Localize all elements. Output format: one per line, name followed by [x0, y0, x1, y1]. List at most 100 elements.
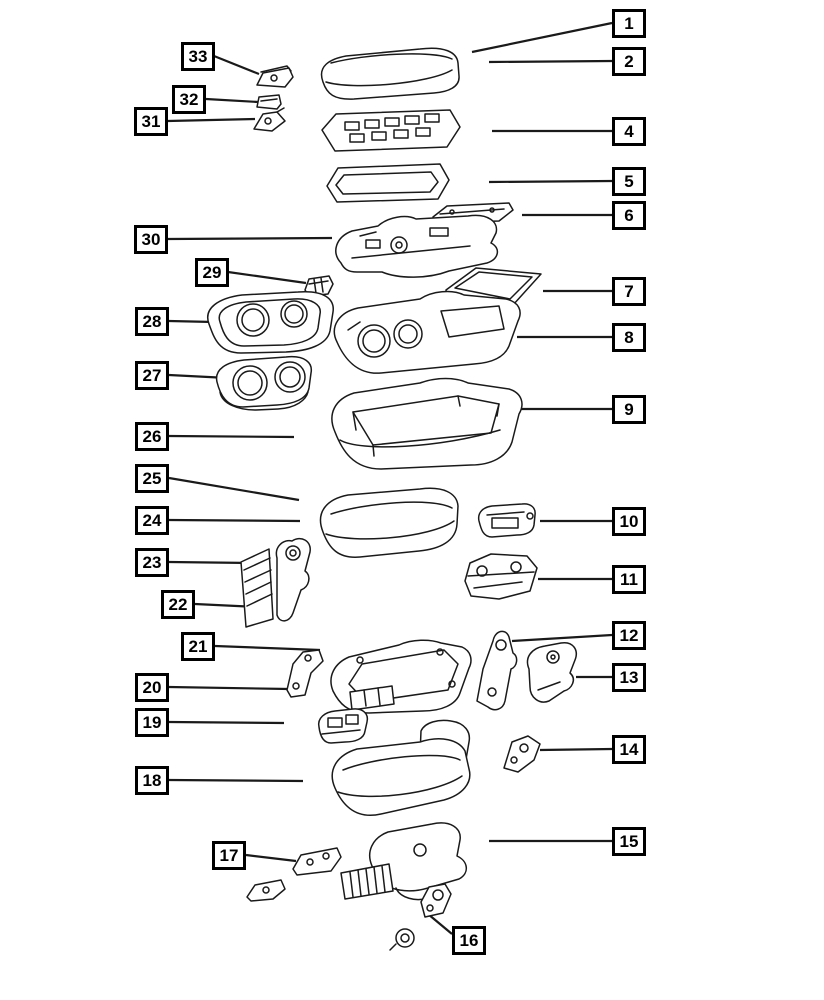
callout-23[interactable]: 23: [135, 548, 169, 577]
callout-6[interactable]: 6: [612, 201, 646, 230]
part-lower-latch: [317, 708, 369, 744]
part-panel-gasket-frame: [326, 163, 450, 203]
callout-label: 2: [624, 51, 634, 71]
part-latch-unit: [477, 503, 536, 538]
leader-line-28: [168, 319, 215, 324]
leader-line-14: [539, 747, 613, 752]
callout-17[interactable]: 17: [212, 841, 246, 870]
callout-4[interactable]: 4: [612, 117, 646, 146]
callout-24[interactable]: 24: [135, 506, 169, 535]
leader-line-18: [168, 778, 304, 783]
callout-32[interactable]: 32: [172, 85, 206, 114]
callout-label: 6: [624, 205, 634, 225]
callout-label: 21: [188, 636, 208, 656]
callout-27[interactable]: 27: [135, 361, 169, 390]
leader-line-32: [205, 97, 259, 104]
callout-22[interactable]: 22: [161, 590, 195, 619]
callout-label: 32: [179, 89, 199, 109]
part-lower-seat-cushion: [331, 719, 471, 816]
leader-line-24: [168, 518, 301, 523]
callout-5[interactable]: 5: [612, 167, 646, 196]
part-console-lid-cushion: [320, 47, 460, 100]
part-dual-cupholder: [215, 355, 313, 411]
callout-label: 18: [142, 770, 162, 790]
part-side-bracket-panel: [240, 537, 311, 628]
callout-31[interactable]: 31: [134, 107, 168, 136]
part-frame-bracket-20: [286, 649, 324, 698]
part-floor-brackets-17: [246, 847, 342, 902]
leader-line-31: [167, 117, 256, 123]
part-seat-panel-with-vents: [321, 109, 461, 152]
callout-15[interactable]: 15: [612, 827, 646, 856]
part-cupholder-tray: [207, 291, 334, 354]
callout-label: 4: [624, 121, 634, 141]
part-duct-bracket-grommet: [389, 883, 452, 951]
leader-line-2: [488, 59, 613, 64]
callout-29[interactable]: 29: [195, 258, 229, 287]
callout-label: 22: [168, 594, 188, 614]
callout-33[interactable]: 33: [181, 42, 215, 71]
callout-label: 23: [142, 552, 162, 572]
callout-label: 24: [142, 510, 162, 530]
part-seat-riser-frame: [335, 214, 499, 278]
callout-26[interactable]: 26: [135, 422, 169, 451]
leader-line-23: [168, 560, 253, 565]
part-spacer-block-32: [256, 94, 282, 110]
leader-line-12: [511, 633, 613, 643]
callout-label: 15: [619, 831, 639, 851]
leader-line-30: [167, 236, 333, 241]
callout-9[interactable]: 9: [612, 395, 646, 424]
callout-1[interactable]: 1: [612, 9, 646, 38]
leader-line-19: [168, 720, 285, 725]
callout-label: 7: [624, 281, 634, 301]
leader-line-5: [488, 179, 613, 184]
callout-18[interactable]: 18: [135, 766, 169, 795]
callout-10[interactable]: 10: [612, 507, 646, 536]
leader-line-16: [427, 913, 453, 935]
callout-2[interactable]: 2: [612, 47, 646, 76]
callout-30[interactable]: 30: [134, 225, 168, 254]
part-handle-bracket-33: [256, 65, 294, 88]
callout-14[interactable]: 14: [612, 735, 646, 764]
leader-line-21: [214, 644, 321, 652]
callout-21[interactable]: 21: [181, 632, 215, 661]
callout-20[interactable]: 20: [135, 673, 169, 702]
part-release-lever-31: [253, 107, 286, 132]
callout-label: 19: [142, 712, 162, 732]
callout-label: 25: [142, 468, 162, 488]
callout-28[interactable]: 28: [135, 307, 169, 336]
callout-label: 10: [619, 511, 639, 531]
callout-7[interactable]: 7: [612, 277, 646, 306]
callout-12[interactable]: 12: [612, 621, 646, 650]
callout-label: 11: [620, 569, 638, 589]
leader-line-17: [245, 853, 297, 863]
callout-25[interactable]: 25: [135, 464, 169, 493]
leader-line-26: [168, 434, 295, 439]
part-console-tray-assembly: [333, 290, 521, 374]
leader-line-1: [471, 21, 613, 54]
callout-label: 17: [219, 845, 239, 865]
callout-label: 8: [624, 327, 634, 347]
callout-label: 16: [459, 930, 479, 950]
callout-16[interactable]: 16: [452, 926, 486, 955]
part-connector-block: [304, 275, 334, 297]
part-seat-pan-frame: [330, 639, 472, 714]
leader-line-20: [168, 685, 290, 691]
leader-lines: [167, 21, 613, 935]
callout-19[interactable]: 19: [135, 708, 169, 737]
part-support-bracket-tall: [476, 630, 518, 711]
callout-label: 14: [619, 739, 639, 759]
part-small-mount-bracket-14: [503, 735, 541, 773]
callout-label: 12: [619, 625, 639, 645]
part-storage-bin: [331, 377, 523, 470]
callout-label: 20: [142, 677, 162, 697]
parts-layer: [207, 47, 577, 951]
callout-11[interactable]: 11: [612, 565, 646, 594]
callout-label: 9: [624, 399, 634, 419]
callout-label: 13: [619, 667, 639, 687]
callout-label: 26: [142, 426, 162, 446]
callout-13[interactable]: 13: [612, 663, 646, 692]
callout-8[interactable]: 8: [612, 323, 646, 352]
callout-label: 5: [624, 171, 634, 191]
